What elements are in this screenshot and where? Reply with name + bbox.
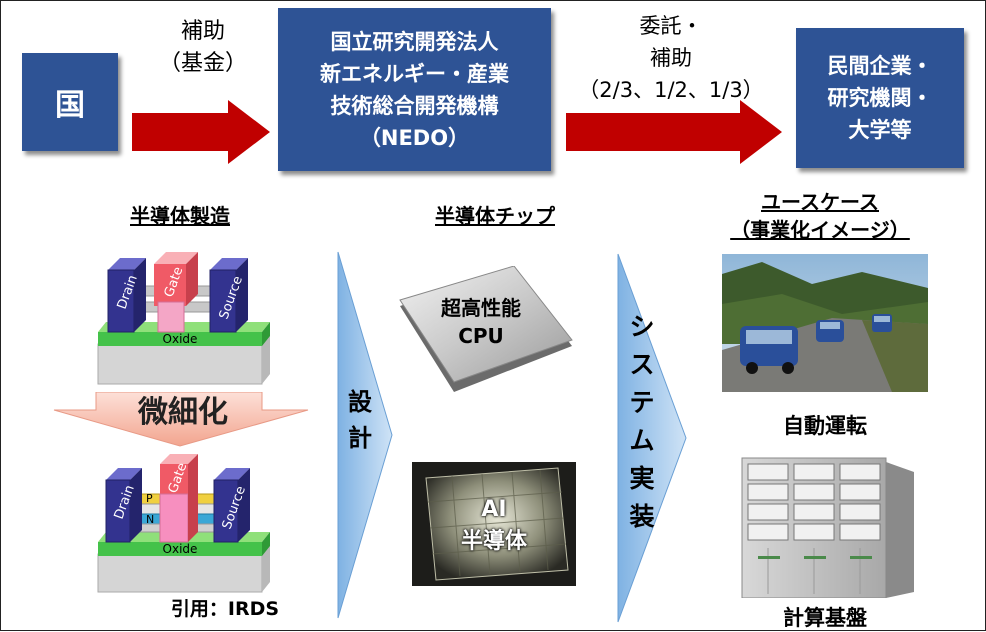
ai-chip-label: AI 半導体 — [460, 497, 527, 554]
header-manufacturing: 半導体製造 — [130, 204, 230, 228]
computing-server-image — [741, 457, 914, 598]
design-chevron — [337, 251, 393, 619]
ai-chip-image — [412, 462, 576, 586]
shrink-label: 微細化 — [138, 395, 228, 430]
transistor-diagram-small: Oxide P N Drain Gate Source — [97, 454, 270, 593]
oxide-label-large: Oxide — [163, 332, 198, 346]
funding-label: 補助 （基金） — [158, 19, 247, 76]
design-label: 設 計 — [348, 388, 372, 452]
transistor-diagram-large: Oxide Drain Gate Source — [97, 252, 270, 385]
system-chevron — [617, 253, 687, 623]
commission-arrow — [566, 100, 782, 164]
p-label: P — [146, 492, 153, 505]
n-label: N — [146, 513, 154, 526]
autonomous-driving-photo — [722, 254, 928, 392]
autonomous-driving-caption: 自動運転 — [783, 414, 867, 438]
funding-arrow — [132, 100, 270, 164]
cpu-chip-label: 超高性能 CPU — [441, 296, 521, 348]
nedo-box: 国立研究開発法人 新エネルギー・産業 技術総合開発機構 （NEDO） — [278, 8, 551, 171]
oxide-label-small: Oxide — [163, 542, 198, 556]
citation: 引用：IRDS — [170, 598, 280, 620]
header-use-cases: ユースケース （事業化イメージ） — [730, 190, 910, 242]
header-chips: 半導体チップ — [435, 204, 555, 228]
commission-label: 委託・ 補助 （2/3、1/2、1/3） — [578, 14, 764, 102]
country-box: 国 — [22, 53, 118, 151]
cpu-chip-image — [399, 266, 573, 392]
computing-caption: 計算基盤 — [783, 606, 867, 630]
shrink-arrow — [53, 392, 309, 447]
system-label: シ ス テ ム 実 装 — [629, 312, 655, 531]
recipients-box: 民間企業・ 研究機関・ 大学等 — [796, 28, 964, 168]
